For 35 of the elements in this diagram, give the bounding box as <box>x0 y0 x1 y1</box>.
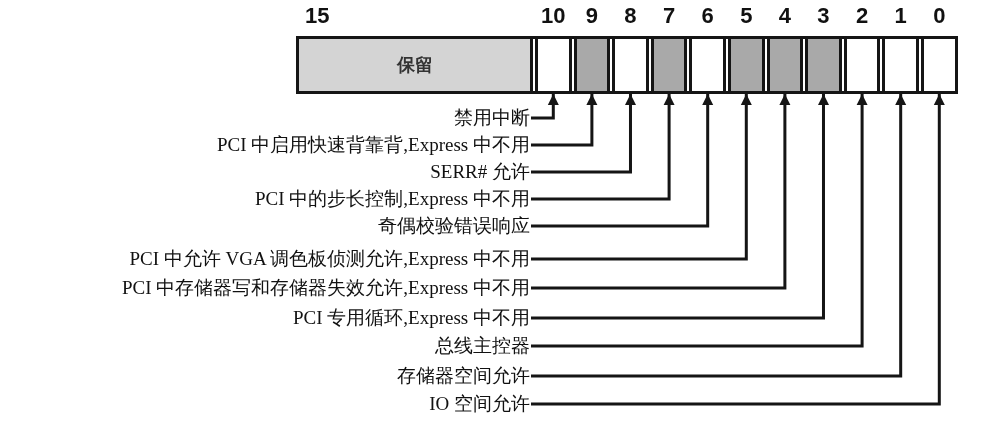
bit-number: 7 <box>662 3 676 29</box>
leader-arrow <box>531 94 636 174</box>
field-description: PCI 中存储器写和存储器失效允许,Express 中不用 <box>122 277 530 299</box>
leader-arrow <box>531 94 907 378</box>
leader-arrow <box>531 94 675 201</box>
field-label: 保留 <box>396 53 433 77</box>
leader-arrow <box>531 94 559 120</box>
field-description: PCI 中启用快速背靠背,Express 中不用 <box>217 134 530 156</box>
field-description: 存储器空间允许 <box>397 365 530 387</box>
bit-number: 0 <box>933 3 946 29</box>
field-description: IO 空间允许 <box>429 393 530 415</box>
leader-arrow <box>531 94 829 320</box>
bit-number: 10 <box>541 3 566 29</box>
leader-arrow <box>531 94 714 228</box>
bit-number: 3 <box>817 3 830 29</box>
leader-arrow <box>531 94 752 261</box>
bit-number: 9 <box>585 3 598 29</box>
leader-arrow <box>531 94 868 348</box>
bit-number: 6 <box>701 3 714 29</box>
bit-number: 4 <box>778 3 791 29</box>
leader-arrow <box>531 94 945 406</box>
field-description: PCI 中允许 VGA 调色板侦测允许,Express 中不用 <box>129 248 530 270</box>
field-description: 总线主控器 <box>435 335 530 357</box>
field-description: PCI 专用循环,Express 中不用 <box>293 307 530 329</box>
bit-number: 5 <box>740 3 753 29</box>
field-description: PCI 中的步长控制,Express 中不用 <box>255 188 530 210</box>
field-description: SERR# 允许 <box>430 161 530 183</box>
leader-arrow <box>531 94 598 147</box>
bit-number: 1 <box>894 3 907 29</box>
leader-arrow <box>531 94 791 290</box>
bit-number: 2 <box>855 3 869 29</box>
field-description: 禁用中断 <box>454 107 530 129</box>
field-description: 奇偶校验错误响应 <box>378 215 530 237</box>
bit-number: 8 <box>624 3 637 29</box>
bit-number: 15 <box>305 3 330 29</box>
